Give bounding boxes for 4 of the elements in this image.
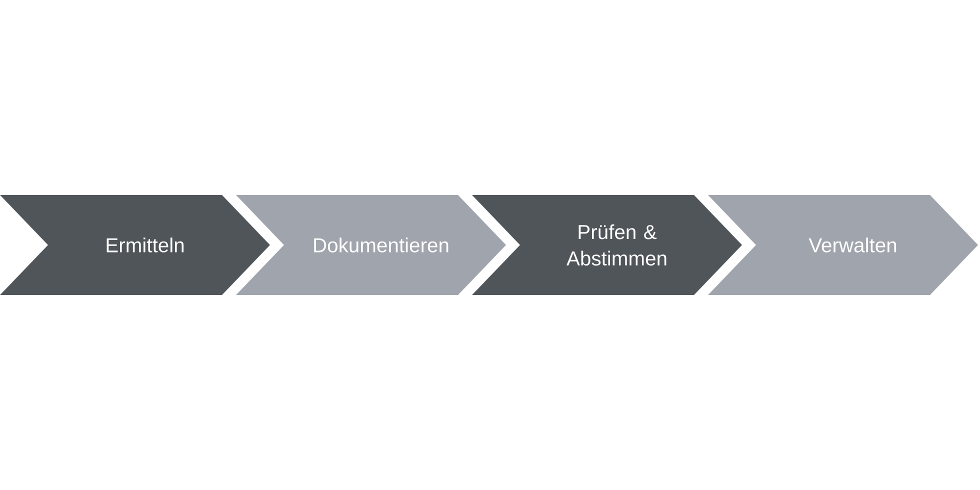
chevron-step: Ermitteln: [0, 195, 270, 295]
chevron-step: Prüfen & Abstimmen: [472, 195, 742, 295]
chevron-step: Verwalten: [708, 195, 978, 295]
chevron-step: Dokumentieren: [236, 195, 506, 295]
